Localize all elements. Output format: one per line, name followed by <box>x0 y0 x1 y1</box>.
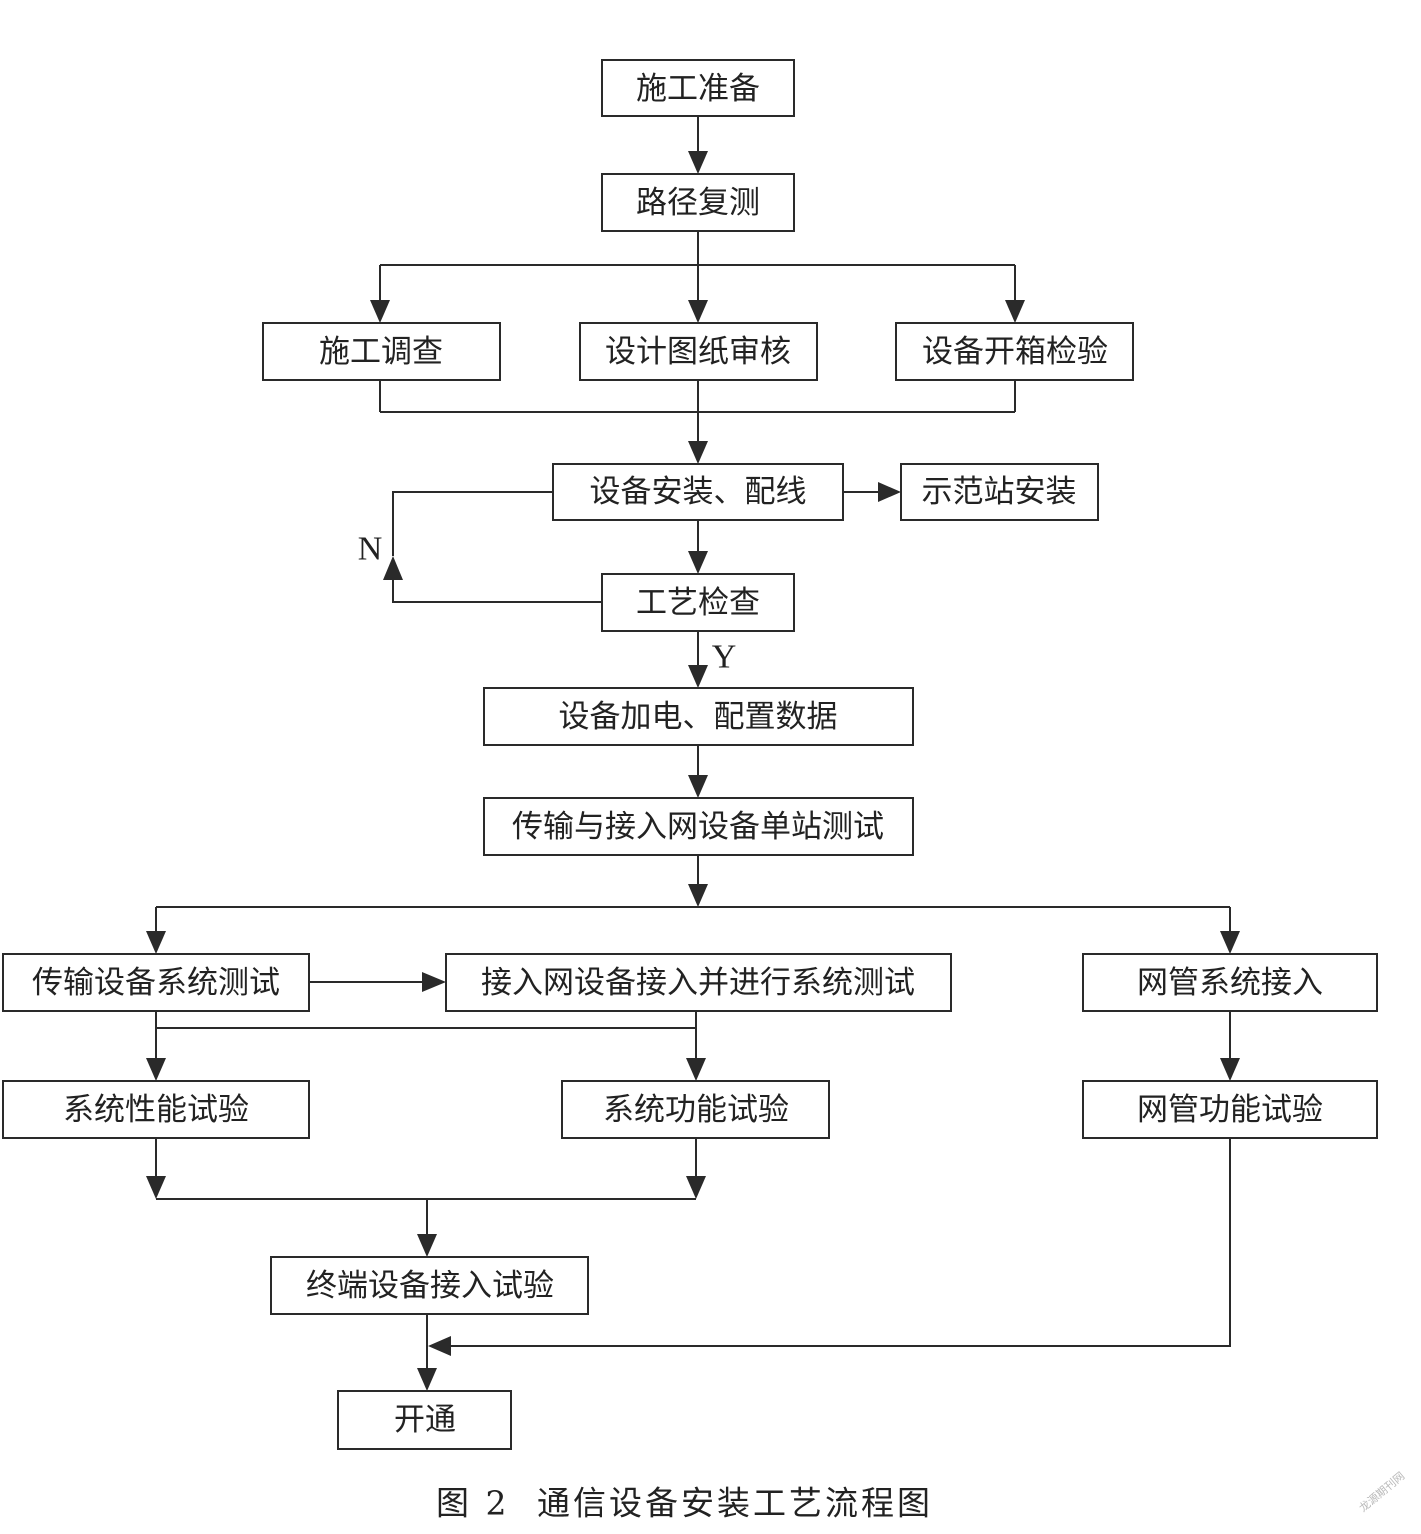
node-nms-access: 网管系统接入 <box>1082 953 1378 1012</box>
node-label: 施工调查 <box>319 334 443 370</box>
edge-label-yes: Y <box>712 639 737 676</box>
node-label: 示范站安装 <box>922 474 1077 510</box>
figure-number: 图 2 <box>436 1484 510 1523</box>
node-site-survey: 施工调查 <box>262 322 501 381</box>
arrowhead <box>417 1234 437 1257</box>
node-demo-station: 示范站安装 <box>900 463 1099 521</box>
edge-nms-function-to-open <box>450 1138 1231 1347</box>
node-label: 设备加电、配置数据 <box>559 699 838 735</box>
node-label: 设计图纸审核 <box>605 334 791 370</box>
arrowhead <box>146 931 166 954</box>
node-craft-check: 工艺检查 <box>601 573 795 632</box>
figure-caption: 通信设备安装工艺流程图 <box>537 1484 933 1523</box>
node-single-station-test: 传输与接入网设备单站测试 <box>483 797 914 856</box>
arrowhead <box>688 775 708 798</box>
arrowhead <box>688 551 708 574</box>
node-label: 网管功能试验 <box>1137 1092 1323 1128</box>
node-label: 传输与接入网设备单站测试 <box>512 809 884 845</box>
node-route-survey: 路径复测 <box>601 173 795 232</box>
node-performance-test: 系统性能试验 <box>2 1080 310 1139</box>
arrowhead <box>688 884 708 907</box>
arrowhead <box>688 300 708 323</box>
arrowhead <box>1220 931 1240 954</box>
edge-check-no-loop <box>392 580 602 603</box>
arrowhead <box>686 1176 706 1199</box>
node-label: 接入网设备接入并进行系统测试 <box>481 965 915 1001</box>
edge-label-no: N <box>358 531 383 568</box>
node-label: 系统功能试验 <box>603 1092 789 1128</box>
edge-check-no-return <box>392 491 553 556</box>
node-label: 工艺检查 <box>636 585 760 621</box>
arrowhead <box>370 300 390 323</box>
node-label: 传输设备系统测试 <box>32 965 280 1001</box>
node-label: 开通 <box>394 1402 456 1438</box>
arrowhead <box>428 1336 451 1356</box>
node-power-config: 设备加电、配置数据 <box>483 687 914 746</box>
node-transmission-system-test: 传输设备系统测试 <box>2 953 310 1012</box>
arrowhead <box>422 972 446 992</box>
arrowhead <box>1220 1058 1240 1081</box>
arrowhead <box>688 665 708 688</box>
node-open: 开通 <box>337 1390 512 1450</box>
arrowhead <box>686 1058 706 1081</box>
arrowhead <box>146 1176 166 1199</box>
node-label: 终端设备接入试验 <box>306 1268 554 1304</box>
arrowhead <box>146 1058 166 1081</box>
arrowhead <box>688 441 708 464</box>
arrowhead <box>878 482 901 502</box>
node-label: 路径复测 <box>636 185 760 221</box>
node-terminal-test: 终端设备接入试验 <box>270 1256 589 1315</box>
node-unpack-inspect: 设备开箱检验 <box>895 322 1134 381</box>
node-access-network-test: 接入网设备接入并进行系统测试 <box>445 953 952 1012</box>
node-label: 系统性能试验 <box>63 1092 249 1128</box>
arrowhead <box>1005 300 1025 323</box>
node-label: 施工准备 <box>636 71 760 107</box>
arrowhead <box>383 556 403 580</box>
node-label: 网管系统接入 <box>1137 965 1323 1001</box>
node-label: 设备开箱检验 <box>922 334 1108 370</box>
node-install-wiring: 设备安装、配线 <box>552 463 844 521</box>
arrowhead <box>417 1368 437 1391</box>
connectors <box>146 116 1240 1391</box>
node-function-test: 系统功能试验 <box>561 1080 830 1139</box>
node-label: 设备安装、配线 <box>590 474 807 510</box>
arrowhead <box>688 151 708 174</box>
node-prep: 施工准备 <box>601 59 795 117</box>
node-design-review: 设计图纸审核 <box>579 322 818 381</box>
node-nms-function-test: 网管功能试验 <box>1082 1080 1378 1139</box>
watermark: 龙源期刊网 <box>1356 1469 1407 1515</box>
